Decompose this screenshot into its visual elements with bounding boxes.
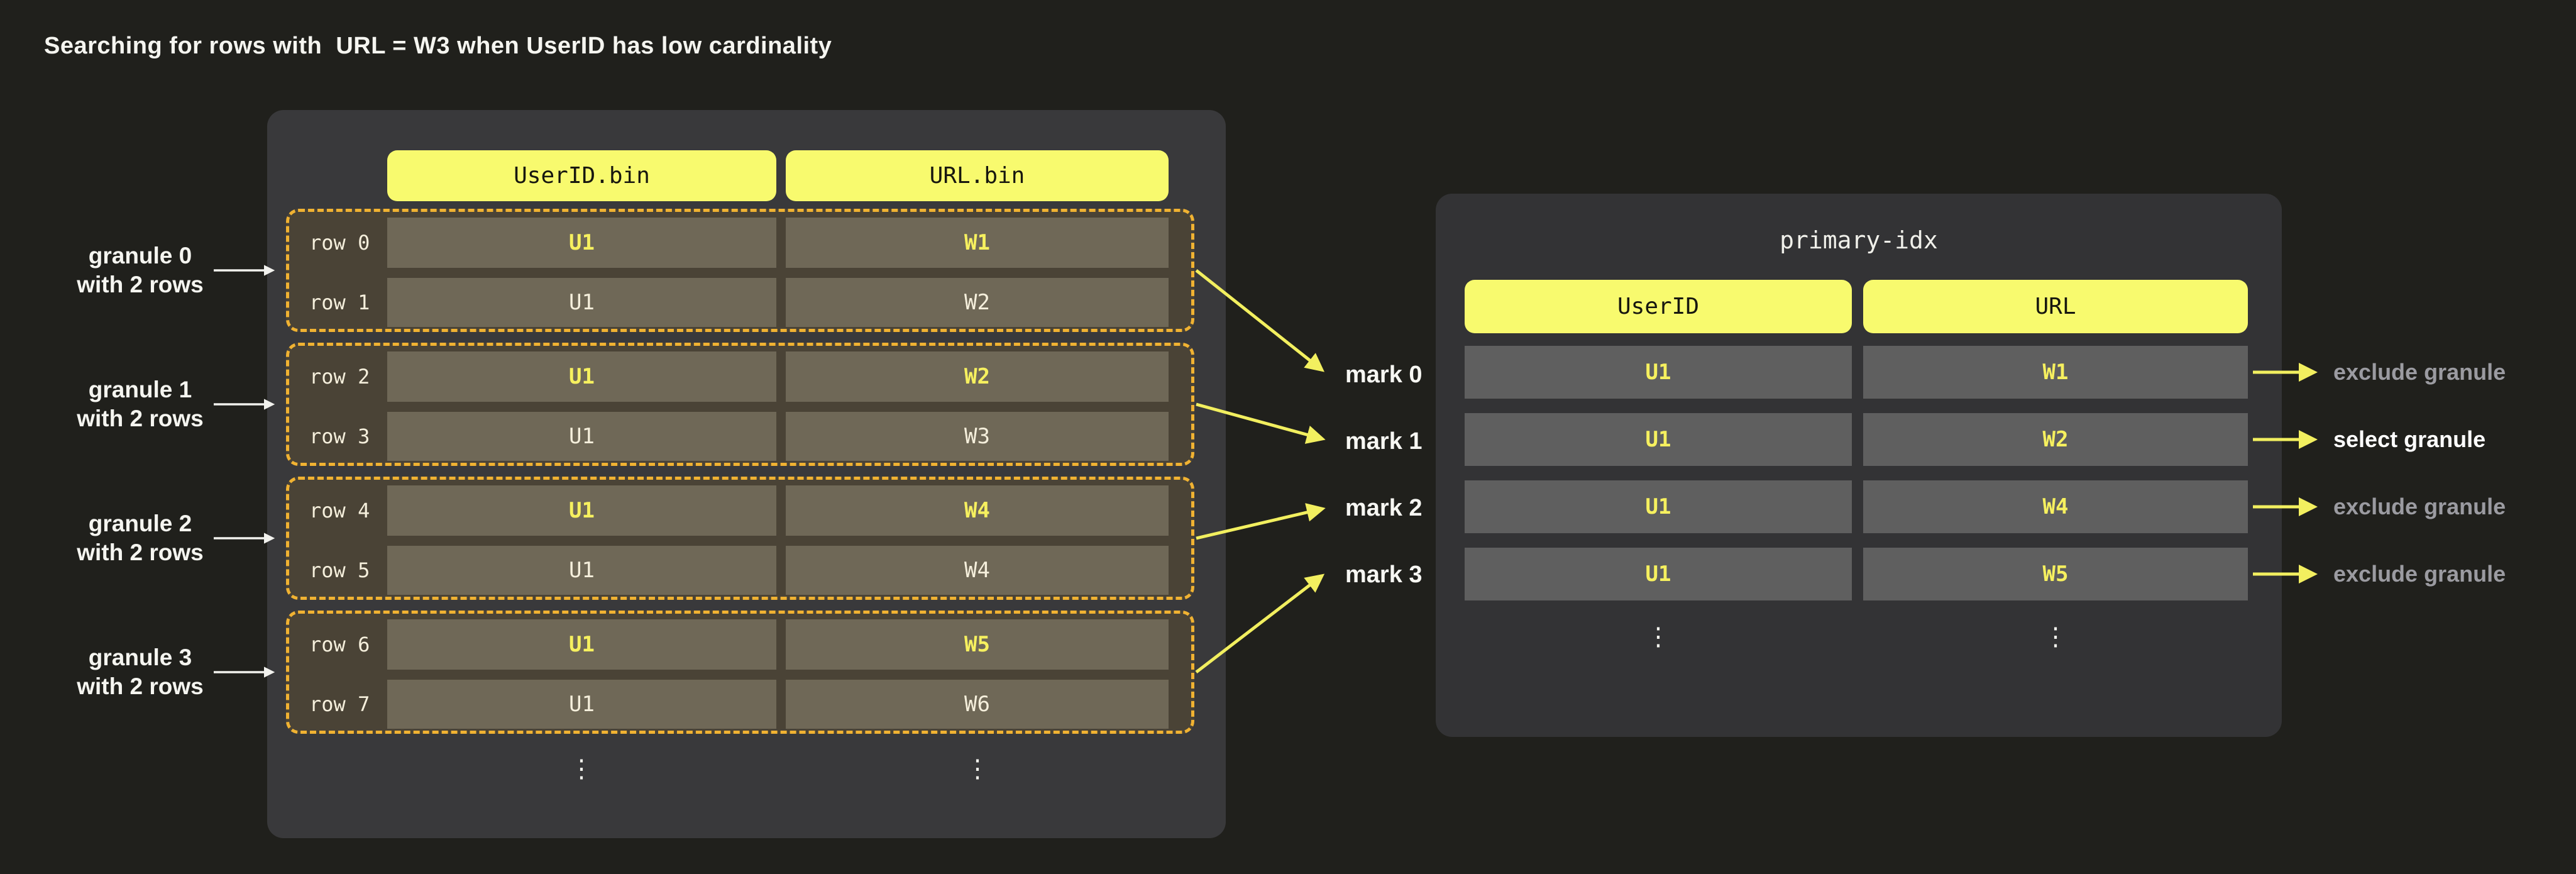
more-rows-ellipsis: ⋮ [569,755,594,783]
row-label: row 3 [309,424,370,448]
userid-cell: U1 [387,351,776,402]
row-label: row 6 [309,633,370,656]
url-cell: W4 [786,485,1169,536]
granule-label-0: granule 0 with 2 rows [36,241,244,299]
url-cell: W3 [786,412,1169,461]
index-header-url: URL [1863,280,2248,333]
column-header-userid-bin: UserID.bin [387,150,776,201]
url-cell: W5 [786,619,1169,670]
granule-label-line1: granule 2 [88,511,192,536]
row-label: row 1 [309,290,370,314]
granule-label-line2: with 2 rows [77,673,204,699]
index-header-userid: UserID [1465,280,1852,333]
granule-box-2: row 4 U1 W4 row 5 U1 W4 [286,477,1194,600]
mark-label-2: mark 2 [1345,495,1423,521]
granule-label-line1: granule 3 [88,644,192,670]
row-label: row 0 [309,231,370,255]
granule-label-line2: with 2 rows [77,406,204,431]
granule-label-1: granule 1 with 2 rows [36,375,244,433]
userid-cell: U1 [387,619,776,670]
action-label-exclude-granule: exclude granule [2333,561,2506,587]
userid-cell: U1 [387,218,776,268]
row-label: row 7 [309,692,370,716]
granule-box-1: row 2 U1 W2 row 3 U1 W3 [286,343,1194,466]
action-label-select-granule: select granule [2333,426,2486,452]
url-cell: W2 [786,278,1169,327]
row-label: row 5 [309,558,370,582]
more-index-rows-ellipsis: ⋮ [2043,622,2068,651]
row-label: row 2 [309,365,370,389]
userid-cell: U1 [387,546,776,595]
userid-cell: U1 [387,485,776,536]
action-label-exclude-granule: exclude granule [2333,359,2506,385]
mark-label-3: mark 3 [1345,561,1423,588]
index-userid-cell: U1 [1465,548,1852,600]
more-rows-ellipsis: ⋮ [965,755,990,783]
url-cell: W4 [786,546,1169,595]
primary-index-title: primary-idx [1780,226,1938,254]
granule-label-line2: with 2 rows [77,539,204,565]
index-userid-cell: U1 [1465,346,1852,399]
column-files-panel: UserID.bin URL.bin row 0 U1 W1 row 1 U1 … [267,110,1226,838]
index-url-cell: W1 [1863,346,2248,399]
mark-label-0: mark 0 [1345,362,1423,388]
mark-label-1: mark 1 [1345,428,1423,455]
userid-cell: U1 [387,680,776,729]
url-cell: W2 [786,351,1169,402]
primary-index-panel: primary-idx UserID URL U1 W1 U1 W2 U1 W4… [1436,194,2282,737]
granule-label-line2: with 2 rows [77,272,204,297]
url-cell: W1 [786,218,1169,268]
action-label-exclude-granule: exclude granule [2333,494,2506,519]
url-cell: W6 [786,680,1169,729]
index-url-cell: W2 [1863,413,2248,466]
more-index-rows-ellipsis: ⋮ [1646,622,1671,651]
granule-label-2: granule 2 with 2 rows [36,509,244,567]
column-header-url-bin: URL.bin [786,150,1169,201]
granule-label-line1: granule 1 [88,377,192,402]
granule-box-0: row 0 U1 W1 row 1 U1 W2 [286,209,1194,332]
userid-cell: U1 [387,278,776,327]
index-url-cell: W5 [1863,548,2248,600]
userid-cell: U1 [387,412,776,461]
row-label: row 4 [309,499,370,523]
granule-label-3: granule 3 with 2 rows [36,643,244,701]
granule-box-3: row 6 U1 W5 row 7 U1 W6 [286,611,1194,734]
granule-label-line1: granule 0 [88,243,192,268]
diagram-title: Searching for rows with URL = W3 when Us… [44,33,832,59]
index-userid-cell: U1 [1465,413,1852,466]
index-userid-cell: U1 [1465,480,1852,533]
index-url-cell: W4 [1863,480,2248,533]
